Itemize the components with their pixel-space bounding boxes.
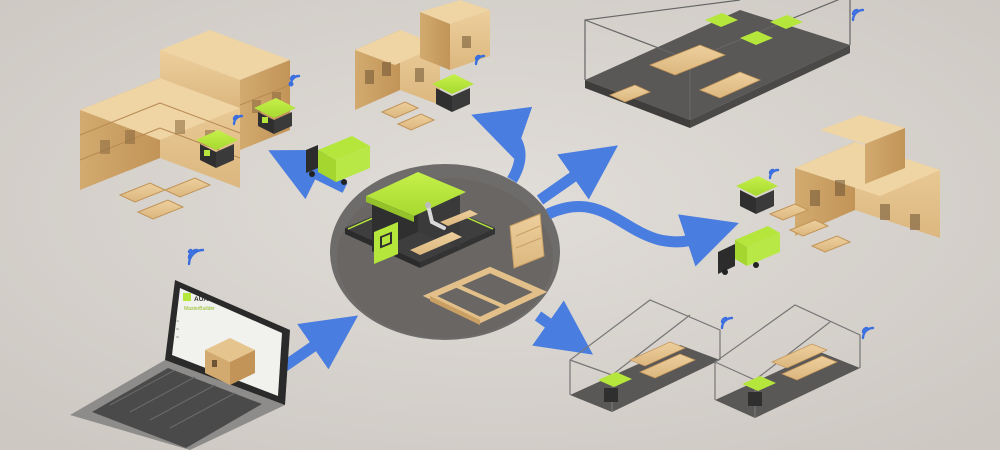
terraced-houses — [795, 115, 940, 238]
wifi-signal-icon — [187, 8, 875, 340]
laptop-design-app — [70, 280, 290, 450]
arrow-from-laptop — [278, 315, 359, 373]
townhouse-cluster — [355, 0, 490, 110]
warehouse-bottom-right — [714, 304, 861, 418]
warehouse-bottom-left — [569, 299, 721, 412]
site-microfactory-c — [432, 74, 474, 112]
arrow-to-apartments — [268, 149, 348, 200]
hub-roof — [366, 172, 466, 216]
delivery-truck-right — [718, 226, 780, 275]
central-microfactory — [330, 164, 560, 340]
arrow-to-terraced-houses — [545, 201, 739, 267]
site-microfactory-a — [254, 98, 296, 134]
arrow-to-factory-top — [536, 145, 619, 205]
flow-arrows — [268, 106, 739, 373]
timber-panels-right — [768, 203, 852, 253]
timber-panels-left — [118, 177, 212, 220]
screen-house-model — [205, 338, 255, 385]
arrow-to-townhouses — [471, 106, 533, 183]
site-microfactory-b — [196, 130, 238, 168]
arrow-to-warehouses-bottom — [532, 300, 594, 355]
timber-panels-top — [380, 101, 436, 131]
wall-panel-frames — [422, 213, 548, 325]
delivery-truck-top — [306, 136, 370, 185]
site-microfactory-d — [736, 176, 778, 214]
factory-warehouse-top — [584, 0, 851, 128]
